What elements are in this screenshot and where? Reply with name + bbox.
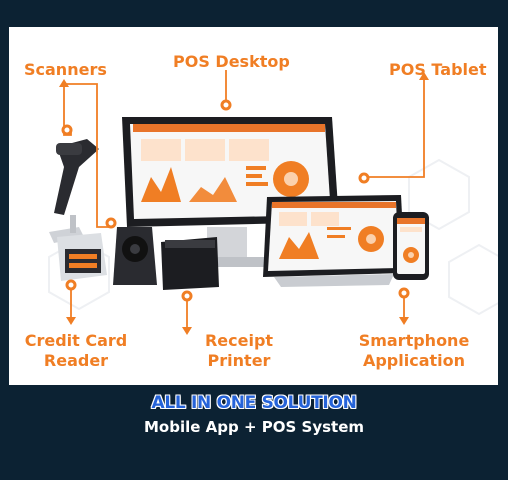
label-pos-tablet: POS Tablet [389,60,487,79]
label-receipt-line2: Printer [207,351,271,370]
label-pos-desktop: POS Desktop [173,52,290,71]
label-receipt-line1: Receipt [204,331,274,350]
receipt-printer-device [161,237,219,290]
smartphone-device [393,212,429,280]
label-credit-card-reader: Credit Card Reader [21,331,131,371]
footer-subtitle: Mobile App + POS System [144,418,364,436]
devices-illustration [48,70,498,335]
scanner-device [49,139,99,243]
label-credit-card-line1: Credit Card [24,331,128,350]
label-scanners: Scanners [24,60,107,79]
connector-arrows [59,72,429,335]
pos-tablet-device [263,195,405,287]
label-smartphone-line2: Application [362,351,466,370]
label-receipt-printer: Receipt Printer [194,331,284,371]
connector-dots [61,99,410,302]
footer-title: ALL IN ONE SOLUTION [151,393,357,413]
label-credit-card-line2: Reader [43,351,109,370]
label-smartphone-application: Smartphone Application [349,331,479,371]
credit-card-reader-device [57,233,107,281]
diagram-panel: Scanners POS Desktop POS Tablet Credit C… [9,27,498,385]
omni-scanner-device [113,227,157,285]
label-smartphone-line1: Smartphone [358,331,470,350]
